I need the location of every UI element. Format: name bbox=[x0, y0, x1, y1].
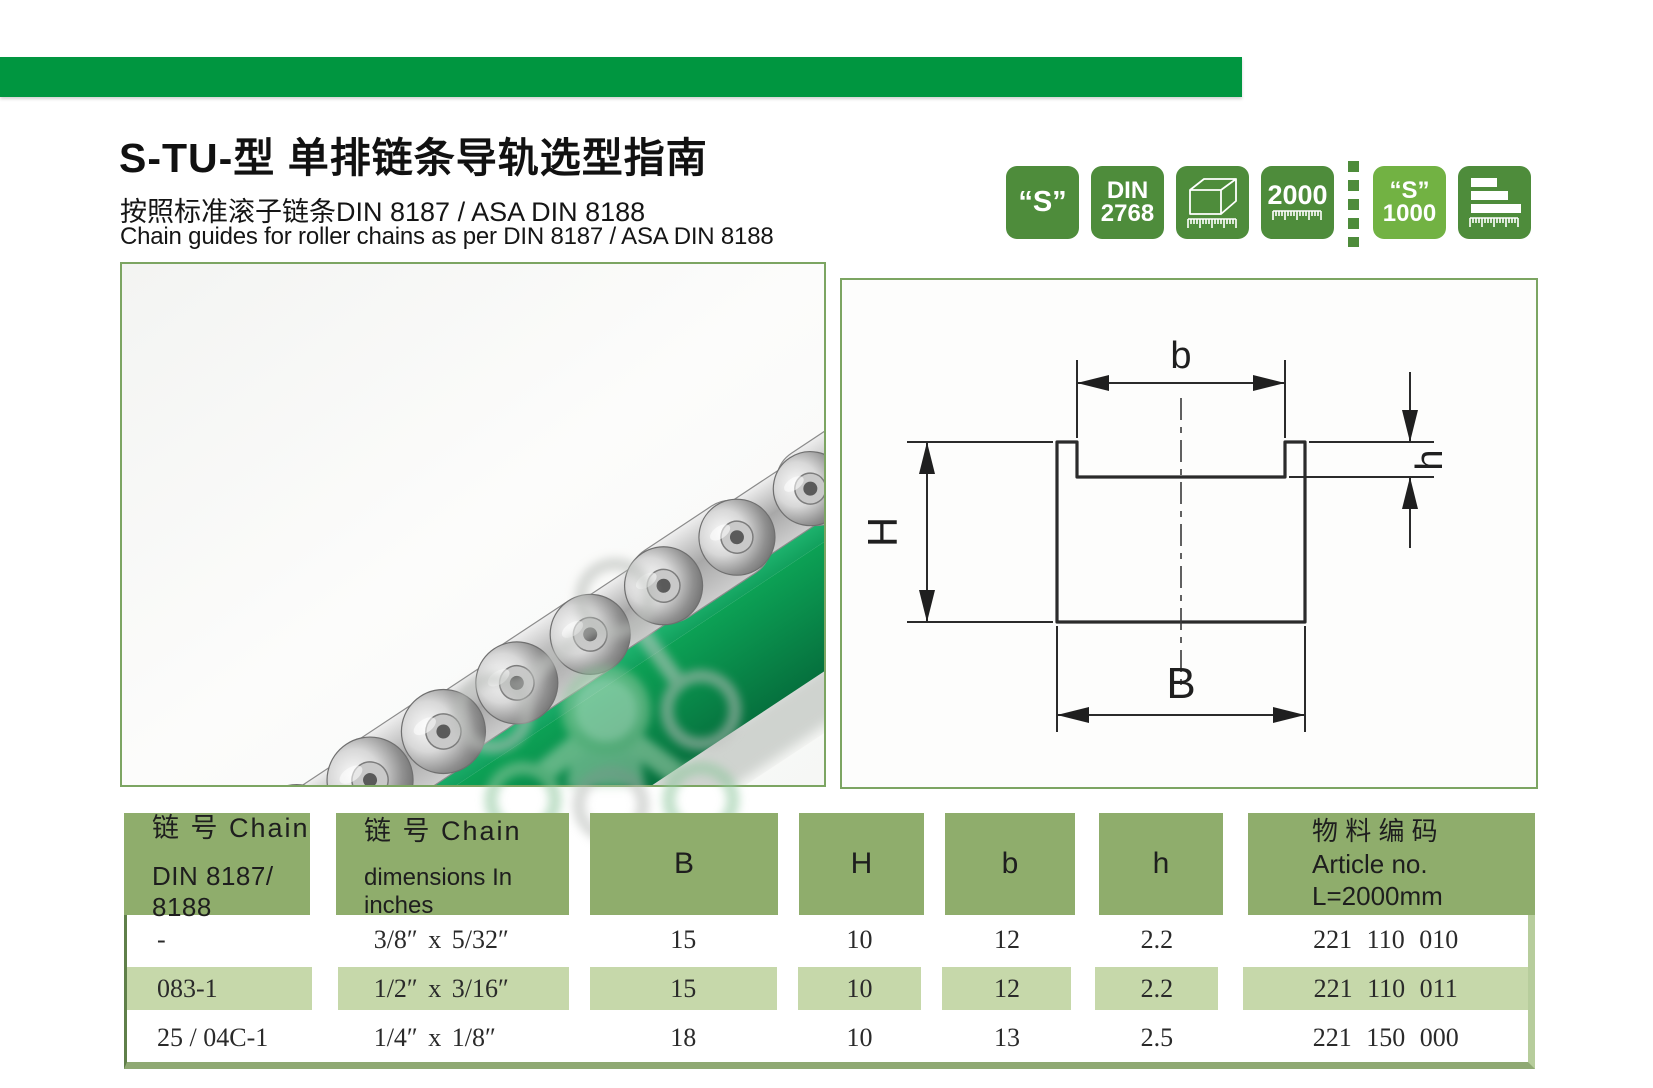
badge-separator bbox=[1348, 161, 1359, 247]
table-row: - 3/8″ x 5/32″ 15 10 12 2.2 221 110 010 bbox=[157, 924, 1459, 954]
header-h: h bbox=[1099, 813, 1223, 915]
badge-s-label: “S” bbox=[1018, 185, 1067, 218]
ruler-icon bbox=[1468, 216, 1522, 229]
dim-label-b: b bbox=[1170, 335, 1191, 377]
subtitle-chinese: 按照标准滚子链条DIN 8187 / ASA DIN 8188 bbox=[120, 197, 646, 227]
badge-s-1000: “S” 1000 bbox=[1373, 166, 1446, 239]
technical-drawing-panel: b h H B bbox=[840, 278, 1538, 789]
ruler-icon bbox=[1271, 209, 1325, 222]
table-row: 083-1 1/2″ x 3/16″ 15 10 12 2.2 221 110 … bbox=[127, 964, 1528, 1013]
badge-din-2768: DIN 2768 bbox=[1091, 166, 1164, 239]
table-body: - 3/8″ x 5/32″ 15 10 12 2.2 221 110 010 … bbox=[124, 915, 1535, 1069]
badge-s1000-line2: 1000 bbox=[1382, 199, 1437, 227]
ruler-icon bbox=[1186, 217, 1240, 230]
badge-length-label: 2000 bbox=[1267, 180, 1328, 211]
header-H: H bbox=[799, 813, 924, 915]
badge-material-s: “S” bbox=[1006, 166, 1079, 239]
dim-label-B: B bbox=[1166, 659, 1195, 708]
table-row: 25 / 04C-1 1/4″ x 1/8″ 18 10 13 2.5 221 … bbox=[157, 1022, 1459, 1052]
top-accent-bar bbox=[0, 57, 1242, 97]
badge-length-2000: 2000 bbox=[1261, 166, 1334, 239]
header-B: B bbox=[590, 813, 778, 915]
subtitle-english: Chain guides for roller chains as per DI… bbox=[120, 223, 774, 250]
chain-on-rail-photo bbox=[122, 264, 824, 785]
table-header-row: 链 号 Chain DIN 8187/ 8188 链 号 Chain dimen… bbox=[124, 813, 1535, 922]
header-article-no: 物 料 编 码 Article no. L=2000mm bbox=[1248, 813, 1535, 915]
specification-table: 链 号 Chain DIN 8187/ 8188 链 号 Chain dimen… bbox=[124, 813, 1535, 1069]
product-photo-panel bbox=[120, 262, 826, 787]
badge-din-line1: DIN bbox=[1106, 176, 1149, 204]
dim-label-h: h bbox=[1409, 449, 1451, 470]
page-title: S-TU-型 单排链条导轨选型指南 bbox=[119, 135, 708, 181]
badge-size-range bbox=[1458, 166, 1531, 239]
property-badges: “S” DIN 2768 2000 “S” 1000 bbox=[1006, 161, 1531, 247]
header-chain-inches: 链 号 Chain dimensions In inches bbox=[336, 813, 569, 919]
badge-s1000-line1: “S” bbox=[1389, 176, 1430, 204]
badge-din-line2: 2768 bbox=[1100, 199, 1155, 227]
cuboid-icon bbox=[1185, 175, 1241, 217]
header-b: b bbox=[945, 813, 1075, 915]
profile-cross-section-drawing: b h H B bbox=[859, 335, 1451, 732]
bars-icon bbox=[1468, 176, 1522, 216]
dim-label-H: H bbox=[859, 517, 906, 547]
header-chain-din: 链 号 Chain DIN 8187/ 8188 bbox=[124, 813, 310, 922]
badge-profile-dimensions bbox=[1176, 166, 1249, 239]
